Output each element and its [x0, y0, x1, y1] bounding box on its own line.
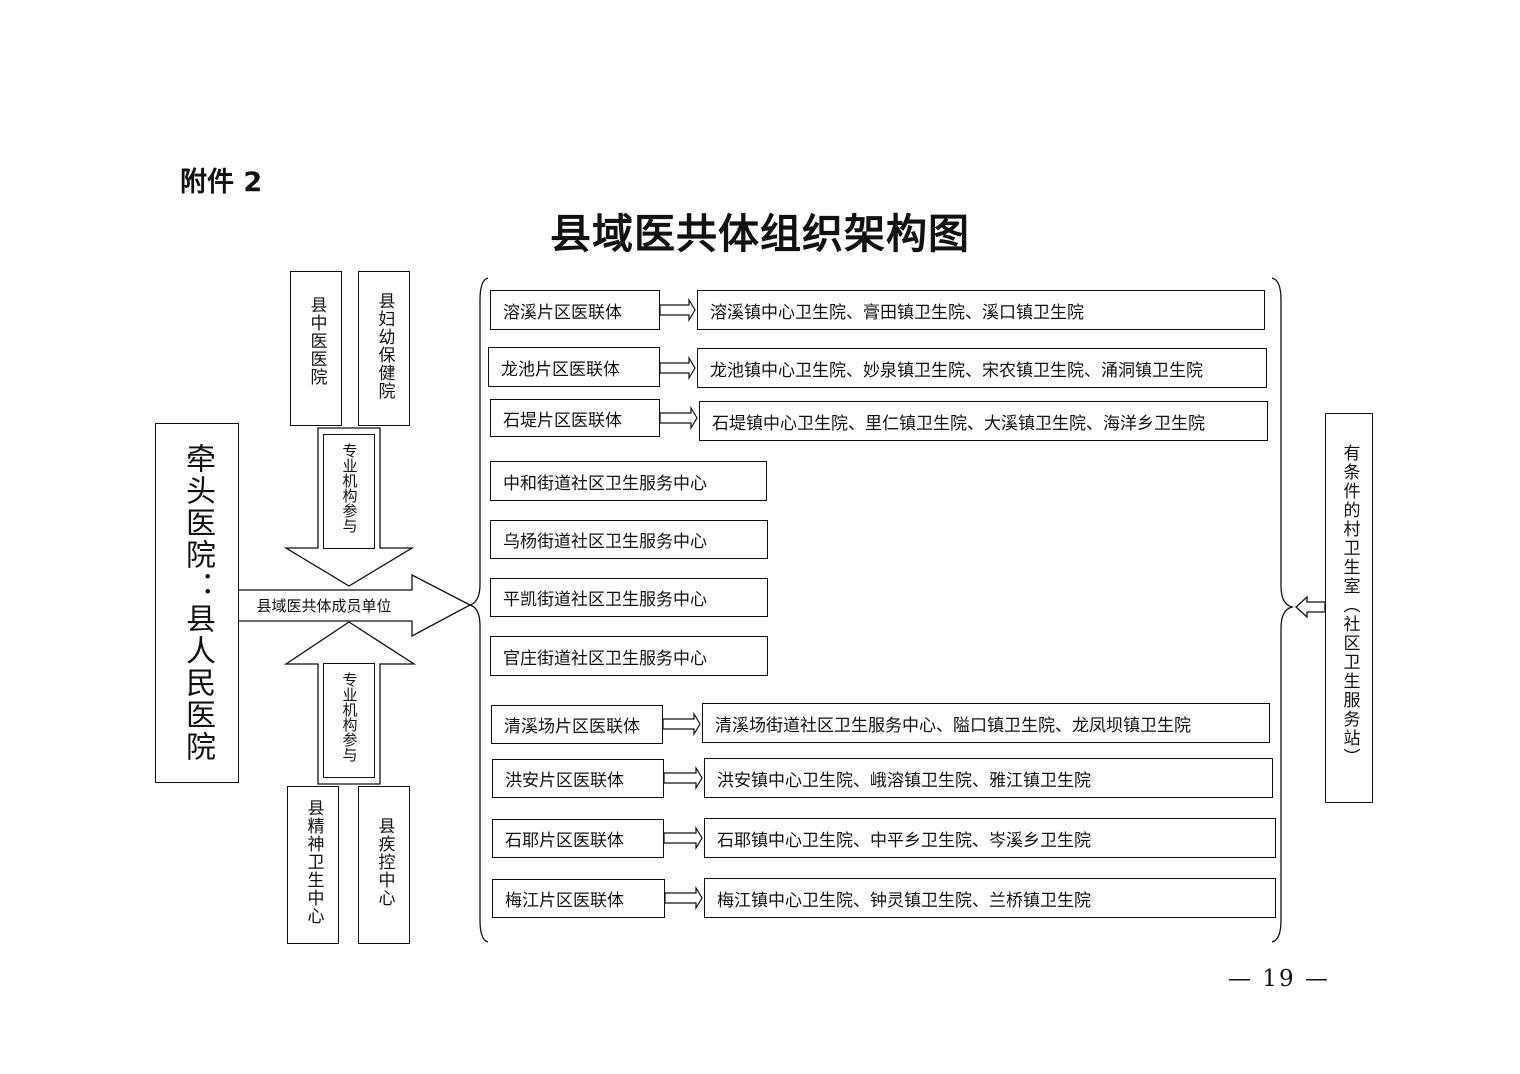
top-unit-box-1: 县中医医院 [290, 271, 342, 426]
attachment-label: 附件 2 [180, 167, 263, 198]
group-box: 溶溪片区医联体 [490, 290, 660, 330]
members-box: 清溪场街道社区卫生服务中心、隘口镇卫生院、龙凤坝镇卫生院 [702, 703, 1270, 743]
page-number: — 19 — [1228, 966, 1330, 992]
participation-box-top: 专业机构参与 [323, 434, 375, 549]
group-box: 官庄街道社区卫生服务中心 [490, 636, 768, 676]
group-box: 洪安片区医联体 [492, 759, 664, 798]
bottom-unit-label: 县疾控中心 [374, 817, 395, 907]
left-brace [467, 277, 489, 943]
members-box: 石堤镇中心卫生院、里仁镇卫生院、大溪镇卫生院、海洋乡卫生院 [699, 401, 1268, 441]
group-box: 梅江片区医联体 [492, 879, 665, 918]
diagram-title: 县域医共体组织架构图 [550, 210, 970, 258]
right-box-arrow [1295, 595, 1326, 619]
members-box: 龙池镇中心卫生院、妙泉镇卫生院、宋农镇卫生院、涌洞镇卫生院 [697, 348, 1267, 388]
right-brace [1271, 277, 1295, 943]
group-box: 石堤片区医联体 [490, 399, 660, 437]
members-box: 石耶镇中心卫生院、中平乡卫生院、岑溪乡卫生院 [704, 818, 1276, 858]
members-box: 梅江镇中心卫生院、钟灵镇卫生院、兰桥镇卫生院 [704, 878, 1276, 918]
small-arrow-icon [659, 355, 696, 381]
group-box: 平凯街道社区卫生服务中心 [490, 578, 768, 617]
participation-label: 专业机构参与 [340, 443, 359, 533]
small-arrow-icon [659, 297, 696, 323]
group-box: 石耶片区医联体 [492, 819, 664, 858]
members-box: 洪安镇中心卫生院、峨溶镇卫生院、雅江镇卫生院 [704, 758, 1273, 798]
bottom-unit-label: 县精神卫生中心 [303, 799, 324, 925]
member-units-arrow-shape [235, 573, 472, 638]
participation-box-bottom: 专业机构参与 [323, 663, 375, 778]
small-arrow-icon [659, 405, 698, 431]
lead-hospital-box: 牵头医院：县人民医院 [155, 423, 239, 783]
top-unit-label: 县妇幼保健院 [374, 292, 395, 400]
top-unit-label: 县中医医院 [306, 296, 327, 386]
small-arrow-icon [663, 825, 703, 851]
village-clinic-box: 有条件的村卫生室（社区卫生服务站） [1325, 413, 1373, 803]
lead-hospital-label: 牵头医院：县人民医院 [180, 443, 215, 763]
bottom-unit-box-2: 县疾控中心 [358, 786, 410, 944]
small-arrow-icon [662, 711, 701, 737]
top-unit-box-2: 县妇幼保健院 [358, 271, 410, 426]
small-arrow-icon [663, 765, 703, 791]
participation-label: 专业机构参与 [340, 672, 359, 762]
group-box: 乌杨街道社区卫生服务中心 [490, 520, 768, 559]
small-arrow-icon [664, 885, 703, 911]
members-box: 溶溪镇中心卫生院、膏田镇卫生院、溪口镇卫生院 [697, 290, 1265, 330]
group-box: 龙池片区医联体 [488, 347, 660, 387]
village-clinic-label: 有条件的村卫生室（社区卫生服务站） [1339, 444, 1360, 767]
group-box: 清溪场片区医联体 [491, 705, 663, 744]
group-box: 中和街道社区卫生服务中心 [490, 461, 767, 501]
member-units-label: 县域医共体成员单位 [256, 597, 392, 615]
bottom-unit-box-1: 县精神卫生中心 [287, 786, 339, 944]
